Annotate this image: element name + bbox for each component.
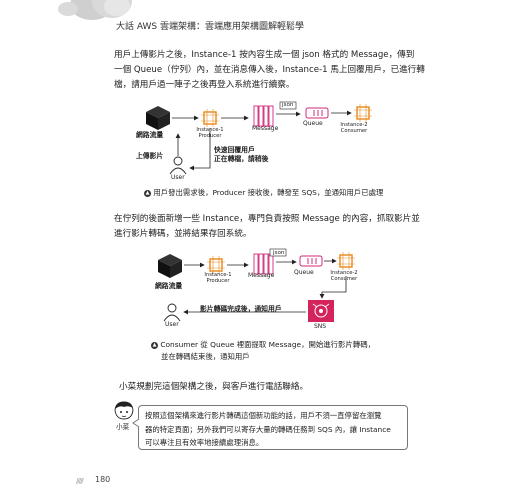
notify-user-label: 影片轉碼完成後，通知用戶 (200, 305, 282, 313)
speech-line-3: 可以專注且有效率地接續處理消息。 (145, 438, 264, 447)
sns-label: SNS (314, 323, 327, 330)
queue-label-1: Queue (303, 120, 323, 127)
user-label-2: User (165, 321, 179, 328)
user-icon (163, 303, 181, 322)
architecture-diagram-1 (146, 101, 372, 175)
network-cube-icon (158, 254, 182, 278)
queue-icon (305, 107, 329, 119)
speech-line-1: 按照這個架構來進行影片轉碼這個新功能的話，用戶不須一直停留在瀏覽 (145, 411, 382, 420)
json-label-2: json (273, 250, 285, 256)
quick-reply-line-2: 正在轉檔，請稍後 (214, 155, 269, 163)
architecture-diagram-2 (158, 248, 355, 322)
queue-icon (299, 255, 323, 267)
network-traffic-label-2: 網路流量 (155, 282, 183, 290)
speech-bubble-tail (132, 418, 140, 428)
paragraph-1-line-3: 檔，請用戶過一陣子之後再登入系統進行續察。 (114, 80, 295, 90)
speech-bubble-text: 按照這個架構來進行影片轉碼這個新功能的話，用戶不須一直停留在瀏覽 器的特定頁面；… (145, 409, 391, 450)
character-face-icon (114, 401, 134, 420)
producer-label-line-2: Producer (198, 133, 222, 139)
caption-2-line-1: Consumer 從 Queue 裡面提取 Message，開始進行影片轉碼， (160, 340, 375, 349)
network-traffic-label-1: 網路流量 (136, 131, 164, 139)
message-stack-icon (253, 253, 274, 275)
producer-label-1: Instance-1 Producer (194, 127, 226, 139)
caption-2: ▲ Consumer 從 Queue 裡面提取 Message，開始進行影片轉碼… (151, 339, 375, 363)
message-stack-icon (253, 105, 274, 127)
user-label-1: User (171, 174, 185, 181)
header-title: 大話 AWS 雲端架構：雲端應用架構圖解輕鬆學 (116, 22, 304, 32)
caption-1-text: 用戶發出需求後，Producer 接收後，轉發至 SQS，並通知用戶已處理 (153, 188, 384, 197)
caption-2-line-2: 並在轉碼結束後，通知用戶 (161, 352, 250, 361)
paragraph-3: 小菜規劃完這個架構之後，與客戶進行電話聯絡。 (119, 382, 309, 392)
message-label-2: Message (248, 272, 275, 279)
queue-label-2: Queue (294, 269, 314, 276)
caption-bullet-icon: ▲ (144, 189, 151, 197)
page-stripes-icon: ///// (76, 477, 84, 485)
producer-label-line-1: Instance-1 (196, 127, 224, 133)
producer-label-line-1: Instance-1 (204, 272, 232, 278)
page-number: 180 (95, 475, 111, 484)
paragraph-2-line-2: 進行影片轉碼，並將結果存回系統。 (114, 229, 252, 239)
paragraph-2-line-1: 在佇列的後面新增一些 Instance，專門負責按照 Message 的內容，抓… (114, 214, 420, 224)
consumer-instance-icon (337, 252, 355, 270)
caption-1: ▲ 用戶發出需求後，Producer 接收後，轉發至 SQS，並通知用戶已處理 (144, 187, 383, 198)
consumer-label-1: Instance-2 Consumer (338, 122, 370, 134)
json-box (269, 248, 287, 257)
character-name: 小菜 (116, 423, 130, 431)
consumer-instance-icon (354, 104, 372, 122)
json-label-1: json (282, 102, 294, 108)
caption-bullet-icon: ▲ (151, 341, 158, 349)
consumer-label-line-1: Instance-2 (340, 122, 368, 128)
producer-instance-icon (201, 109, 219, 127)
quick-reply-line-1: 快速回覆用戶 (214, 146, 255, 154)
sns-icon (308, 300, 334, 322)
quick-reply-label: 快速回覆用戶 正在轉檔，請稍後 (214, 146, 268, 164)
producer-label-line-2: Producer (206, 278, 230, 284)
consumer-label-line-2: Consumer (340, 128, 368, 134)
paragraph-1-line-1: 用戶上傳影片之後，Instance-1 按內容生成一個 json 格式的 Mes… (114, 50, 415, 60)
upload-video-label: 上傳影片 (136, 152, 164, 160)
consumer-label-2: Instance-2 Consumer (328, 270, 360, 282)
speech-line-2: 器的特定頁面；另外我們可以寄存大量的轉碼任務到 SQS 內，讓 Instance (145, 424, 391, 434)
producer-label-2: Instance-1 Producer (202, 272, 234, 284)
json-box (279, 101, 297, 110)
consumer-label-line-1: Instance-2 (330, 270, 358, 276)
consumer-label-line-2: Consumer (330, 276, 358, 282)
user-icon (169, 156, 187, 175)
paragraph-1-line-2: 一個 Queue（佇列）內，並在消息傳入後，Instance-1 馬上回覆用戶，… (114, 65, 425, 75)
message-label-1: Message (252, 125, 279, 132)
producer-instance-icon (207, 256, 225, 274)
speech-bubble: 按照這個架構來進行影片轉碼這個新功能的話，用戶不須一直停留在瀏覽 器的特定頁面；… (138, 405, 408, 450)
network-cube-icon (146, 106, 170, 130)
